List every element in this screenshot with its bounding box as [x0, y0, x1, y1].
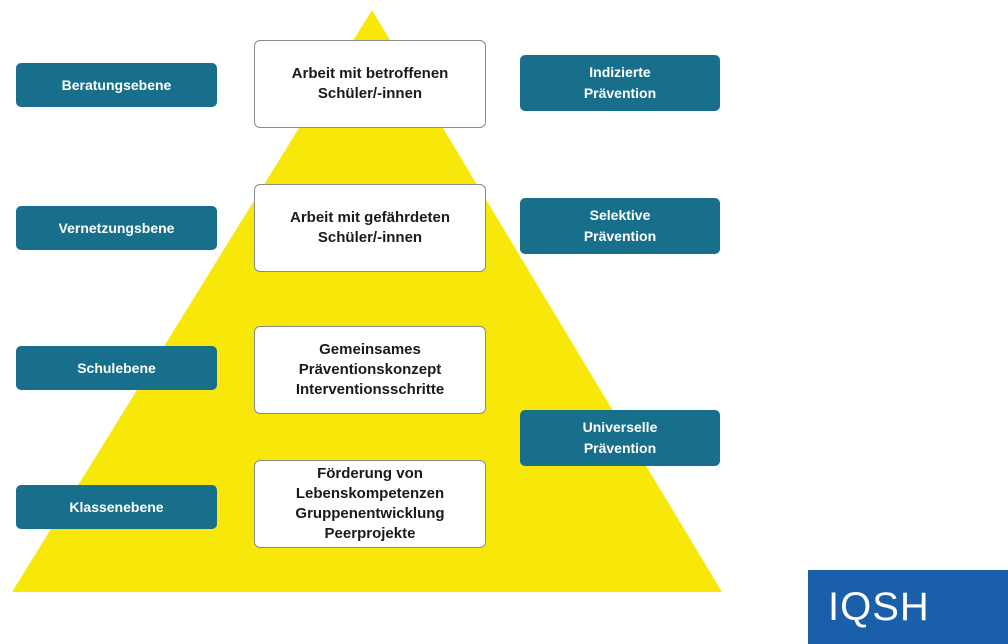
prevention-line: Prävention	[583, 228, 657, 244]
prevention-line: Prävention	[583, 440, 657, 456]
measure-box-schulkonzept: Gemeinsames Präventionskonzept Intervent…	[254, 326, 486, 414]
level-schulebene: Schulebene	[16, 346, 217, 390]
prevention-line: Indizierte	[589, 64, 651, 80]
level-label: Schulebene	[77, 359, 156, 376]
prevention-line: Selektive	[589, 207, 651, 223]
measure-line: Peerprojekte	[324, 525, 416, 542]
level-label: Klassenebene	[69, 498, 164, 515]
measure-box-gefaehrdete: Arbeit mit gefährdeten Schüler/-innen	[254, 184, 486, 272]
measure-line: Arbeit mit betroffenen	[291, 65, 449, 82]
prevention-indizierte: Indizierte Prävention	[520, 55, 720, 111]
prevention-line: Universelle	[582, 419, 658, 435]
measure-line: Lebenskompetenzen	[295, 485, 445, 502]
level-klassenebene: Klassenebene	[16, 485, 217, 529]
measure-line: Gemeinsames	[319, 341, 421, 358]
iqsh-logo: IQSH	[808, 570, 1008, 644]
prevention-universelle: Universelle Prävention	[520, 410, 720, 466]
measure-line: Schüler/-innen	[317, 229, 423, 246]
measure-box-klasse: Förderung von Lebenskompetenzen Gruppene…	[254, 460, 486, 548]
measure-line: Präventionskonzept	[298, 361, 442, 378]
measure-line: Interventionsschritte	[295, 381, 445, 398]
level-label: Vernetzungsbene	[58, 219, 175, 236]
prevention-line: Prävention	[583, 85, 657, 101]
measure-line: Förderung von	[317, 465, 423, 482]
level-label: Beratungsebene	[61, 76, 172, 93]
measure-line: Arbeit mit gefährdeten	[289, 209, 451, 226]
logo-text: IQSH	[828, 584, 930, 629]
prevention-selektive: Selektive Prävention	[520, 198, 720, 254]
measure-line: Gruppenentwicklung	[295, 505, 445, 522]
measure-box-betroffene: Arbeit mit betroffenen Schüler/-innen	[254, 40, 486, 128]
level-beratungsebene: Beratungsebene	[16, 63, 217, 107]
level-vernetzungsebene: Vernetzungsbene	[16, 206, 217, 250]
measure-line: Schüler/-innen	[317, 85, 423, 102]
